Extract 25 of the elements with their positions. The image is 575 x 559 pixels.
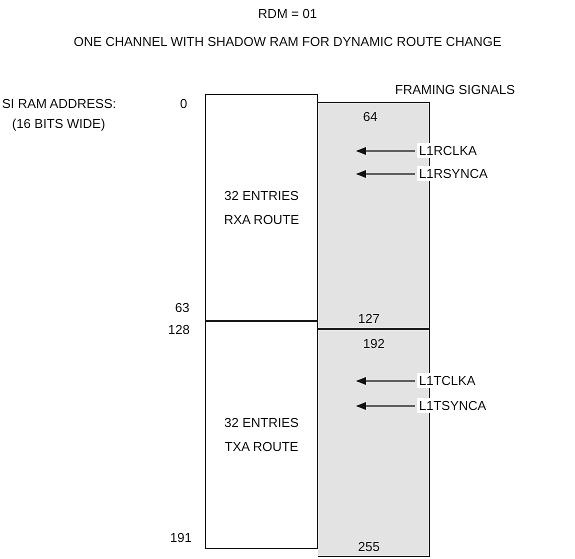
address-number: 64 — [363, 109, 378, 124]
arrow — [356, 402, 415, 410]
address-number: 128 — [168, 322, 190, 337]
arrow — [356, 147, 415, 155]
heading: FRAMING SIGNALS — [395, 82, 515, 97]
note: (16 BITS WIDE) — [12, 116, 106, 131]
address-number: 127 — [358, 311, 380, 326]
memory-block — [205, 94, 318, 321]
signal-name: L1TSYNCA — [417, 398, 488, 413]
address-label: SI RAM ADDRESS: — [2, 96, 116, 111]
subtitle: ONE CHANNEL WITH SHADOW RAM FOR DYNAMIC ROUTE CHANGE — [72, 34, 502, 49]
signal-name: L1TCLKA — [417, 373, 478, 388]
address-number: 0 — [180, 96, 188, 111]
address-number: 255 — [358, 539, 380, 554]
block-label: 32 ENTRIES RXA ROUTE — [222, 186, 300, 228]
address-number: 191 — [170, 530, 192, 545]
address-number: 192 — [363, 336, 385, 351]
signal-name: L1RSYNCA — [417, 166, 490, 181]
address-number: 63 — [175, 300, 190, 315]
signal-name: L1RCLKA — [417, 143, 479, 158]
arrow — [356, 170, 415, 178]
arrow — [356, 377, 415, 385]
block-label: 32 ENTRIES TXA ROUTE — [223, 414, 300, 456]
memory-block — [205, 320, 318, 549]
title: RDM = 01 — [257, 6, 318, 21]
